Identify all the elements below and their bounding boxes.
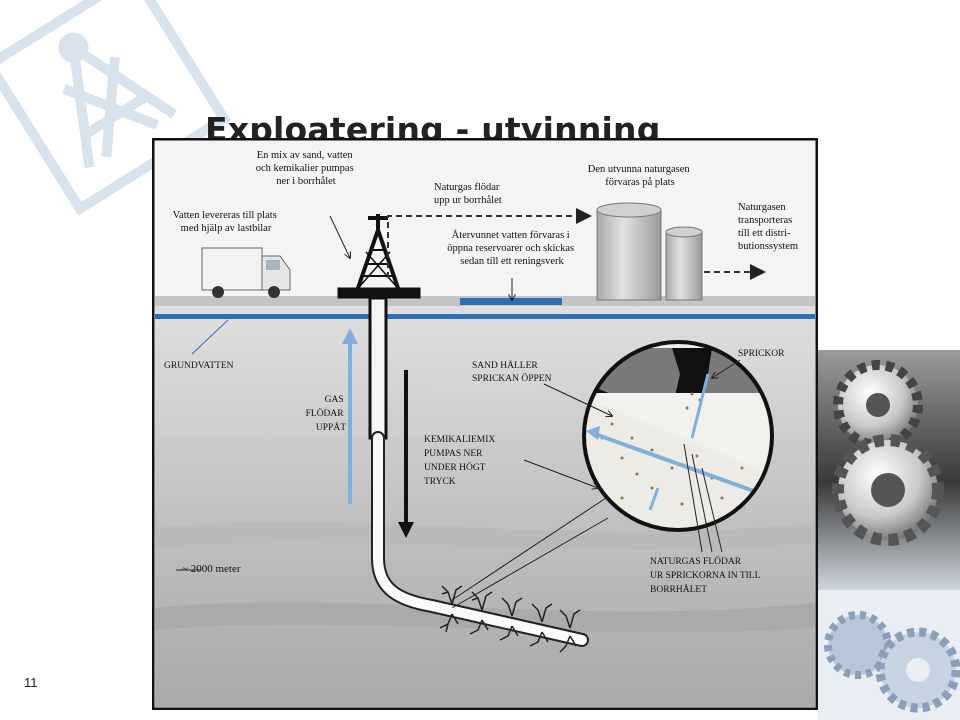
- gas-flow-arrow: [387, 208, 592, 278]
- water-truck: [201, 247, 291, 298]
- label-gas-from-cracks: NATURGAS FLÖDAR UR SPRICKORNA IN TILL BO…: [650, 555, 762, 595]
- groundwater-pointer: [191, 319, 229, 355]
- label-gas-up: GAS FLÖDAR UPPÅT: [306, 395, 347, 433]
- gears-image: [818, 350, 960, 720]
- gear-1: [833, 360, 923, 450]
- water-reservoir: [460, 298, 562, 305]
- groundwater-layer: [155, 314, 815, 319]
- label-chemical-mix: KEMIKALIEMIX PUMPAS NER UNDER HÖGT TRYCK: [424, 435, 498, 487]
- slide-number: 11: [24, 675, 38, 690]
- gear-2: [832, 434, 944, 546]
- fracture-roots: [439, 585, 581, 653]
- label-groundwater: GRUNDVATTEN: [164, 361, 234, 371]
- label-depth: ~ 2000 meter: [182, 563, 241, 575]
- label-transport: Naturgasen transporteras till ett distri…: [738, 202, 798, 252]
- label-sand-mix: En mix av sand, vatten och kemikalier pu…: [256, 150, 357, 187]
- fracture-closeup: [582, 340, 774, 532]
- fracking-diagram: En mix av sand, vatten och kemikalier pu…: [152, 138, 818, 710]
- storage-tanks: [596, 202, 703, 301]
- label-gas-flows-up: Naturgas flödar upp ur borrhålet: [434, 182, 502, 206]
- label-sand-holds: SAND HÅLLER SPRICKAN ÖPPEN: [472, 359, 552, 384]
- mix-pointer: [329, 215, 350, 258]
- label-recycled-water: Återvunnet vatten förvaras i öppna reser…: [447, 229, 576, 267]
- wellbore: [368, 296, 589, 647]
- label-water-truck: Vatten levereras till plats med hjälp av…: [173, 210, 280, 234]
- gear-3: [824, 611, 960, 713]
- label-stored-gas: Den utvunna naturgasen förvaras på plats: [588, 164, 693, 188]
- label-cracks: SPRICKOR: [738, 349, 785, 359]
